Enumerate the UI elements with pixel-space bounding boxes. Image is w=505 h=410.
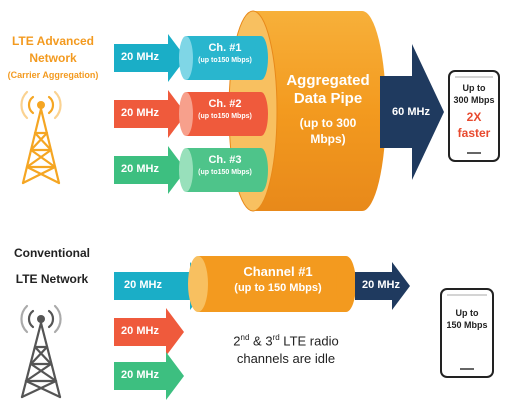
top-output-label: 60 MHz <box>392 106 430 118</box>
idle-line1: 2nd & 3rd LTE radio <box>233 333 339 349</box>
bottom-output-arrow <box>355 262 410 310</box>
top-title-line2: Network <box>29 51 77 65</box>
channel-2-rate: (up to150 Mbps) <box>198 113 252 120</box>
bottom-arrow-3-label: 20 MHz <box>121 369 159 381</box>
bottom-channel-rate: (up to 150 Mbps) <box>234 282 322 294</box>
conventional-tower-icon <box>20 304 62 399</box>
bottom-arrow-1-label: 20 MHz <box>124 279 162 291</box>
channel-tube-2 <box>179 92 268 136</box>
phone-icon-bottom <box>440 288 494 378</box>
bottom-arrow-2 <box>114 308 184 356</box>
top-title-line3: (Carrier Aggregation) <box>7 70 99 80</box>
top-phone-line1: Up to <box>462 83 486 93</box>
channel-tube-3 <box>179 148 268 192</box>
top-arrow-1 <box>114 34 186 82</box>
top-arrow-3 <box>114 146 186 194</box>
channel-tube-1 <box>179 36 268 80</box>
channel-3-name: Ch. #3 <box>208 154 242 166</box>
top-arrow-2-label: 20 MHz <box>121 107 159 119</box>
top-output-arrow <box>380 44 444 180</box>
top-arrow-3-label: 20 MHz <box>121 163 159 175</box>
lte-advanced-tower-icon <box>20 90 62 185</box>
channel-tube-bottom <box>188 256 356 312</box>
bottom-arrow-3 <box>114 352 184 400</box>
top-arrow-1-label: 20 MHz <box>121 51 159 63</box>
idle-line2: channels are idle <box>236 351 336 366</box>
top-phone-highlight2: faster <box>457 126 491 140</box>
bottom-phone-line2: 150 Mbps <box>446 320 488 330</box>
pipe-title-line1: Aggregated <box>286 72 370 89</box>
channel-3-rate: (up to150 Mbps) <box>198 169 252 176</box>
top-title-line1: LTE Advanced <box>11 34 94 48</box>
top-phone-highlight1: 2X <box>466 110 482 124</box>
bottom-arrow-2-label: 20 MHz <box>121 325 159 337</box>
top-phone-line2: 300 Mbps <box>453 95 495 105</box>
phone-icon-top <box>448 70 500 162</box>
bottom-title-line2: LTE Network <box>15 272 89 286</box>
bottom-channel-name: Channel #1 <box>243 264 313 279</box>
pipe-rate-line1: (up to 300 <box>299 116 357 130</box>
bottom-phone-line1: Up to <box>455 308 479 318</box>
channel-2-name: Ch. #2 <box>208 98 242 110</box>
bottom-arrow-1 <box>114 262 208 310</box>
pipe-rate-line2: Mbps) <box>310 132 346 146</box>
channel-1-rate: (up to150 Mbps) <box>198 57 252 64</box>
bottom-output-label: 20 MHz <box>362 279 400 291</box>
top-arrow-2 <box>114 90 186 138</box>
channel-1-name: Ch. #1 <box>208 42 242 54</box>
pipe-title-line2: Data Pipe <box>293 90 363 107</box>
bottom-title-line1: Conventional <box>13 246 90 260</box>
